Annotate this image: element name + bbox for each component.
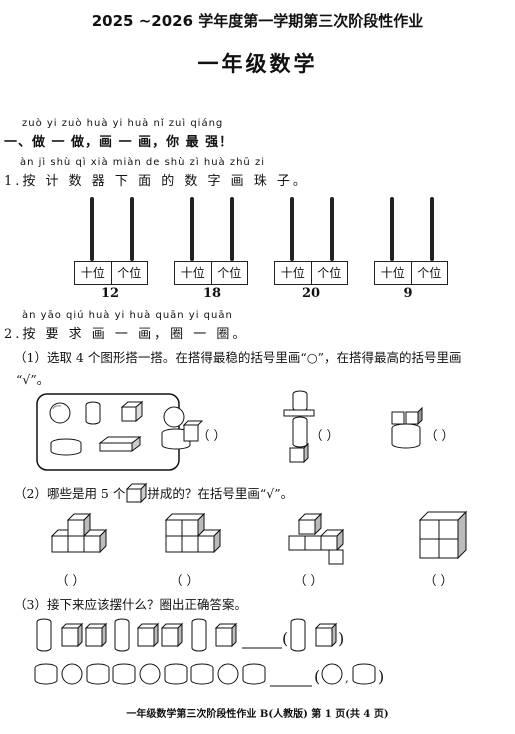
q2-part3: （3）接下来应该摆什么？圈出正确答案。 bbox=[14, 597, 247, 612]
q2-part2-after: 拼成的？在括号里画“√”。 bbox=[147, 486, 294, 501]
cube-figure-4 bbox=[418, 510, 468, 560]
q1-pinyin: àn jì shù qì xià miàn de shù zì huà zhū … bbox=[20, 157, 265, 168]
abacus-rods bbox=[190, 197, 234, 261]
ones-label: 个位 bbox=[417, 266, 442, 280]
cube-figure-1 bbox=[50, 512, 108, 554]
abacus-rods bbox=[390, 197, 434, 261]
q1-text: 1.按 计 数 器 下 面 的 数 字 画 珠 子。 bbox=[4, 174, 309, 189]
pattern-row-1: ( ) bbox=[36, 618, 344, 652]
abacus-rods bbox=[290, 197, 334, 261]
tens-label: 十位 bbox=[375, 262, 412, 284]
q2-part2: （2）哪些是用 5 个 拼成的？在括号里画“√”。 bbox=[14, 482, 294, 504]
cube-icon bbox=[126, 482, 148, 504]
figure-4-answer-paren[interactable]: （ ） bbox=[424, 573, 453, 588]
shapes-box-illustration bbox=[36, 393, 180, 471]
stack-2-answer-paren[interactable]: （ ） bbox=[310, 428, 339, 443]
abacus-rods bbox=[90, 197, 134, 261]
abacus-number: 18 bbox=[202, 286, 222, 301]
pattern-row-2: ( , ) bbox=[34, 663, 384, 687]
svg-text:(: ( bbox=[314, 667, 320, 686]
figure-3-answer-paren[interactable]: （ ） bbox=[294, 573, 323, 588]
section1-heading: 一、做 一 做，画 一 画，你 最 强！ bbox=[4, 135, 234, 150]
ones-label: 个位 bbox=[317, 266, 342, 280]
stack-1-answer-paren[interactable]: （ ） bbox=[197, 428, 226, 443]
cube-figure-3 bbox=[288, 512, 345, 565]
q2-part1-line1: （1）选取 4 个图形搭一搭。在搭得最稳的括号里画“○”，在搭得最高的括号里画 bbox=[14, 350, 462, 365]
subject-title: 一年级数学 bbox=[197, 52, 318, 76]
exam-title: 2025 ~2026 学年度第一学期第三次阶段性作业 bbox=[91, 12, 424, 30]
tens-label: 十位 bbox=[275, 262, 312, 284]
tens-label: 十位 bbox=[175, 262, 212, 284]
stack-1-illustration bbox=[161, 406, 204, 450]
ones-label: 个位 bbox=[217, 266, 242, 280]
svg-text:): ) bbox=[338, 629, 344, 648]
page-footer: 一年级数学第三次阶段性作业 B(人教版) 第 1 页(共 4 页) bbox=[126, 709, 389, 720]
q2-part2-before: （2）哪些是用 5 个 bbox=[14, 486, 126, 501]
abacus-base: 十位 个位 bbox=[174, 261, 248, 285]
svg-text:,: , bbox=[345, 671, 349, 685]
q2-text: 2.按 要 求 画 一 画，圈 一 圈。 bbox=[4, 327, 249, 342]
stack-3-answer-paren[interactable]: （ ） bbox=[425, 428, 454, 443]
figure-2-answer-paren[interactable]: （ ） bbox=[170, 573, 199, 588]
abacus-number: 9 bbox=[403, 286, 413, 301]
cube-figure-2 bbox=[164, 512, 222, 554]
stack-2-illustration bbox=[283, 390, 315, 464]
abacus-base: 十位 个位 bbox=[74, 261, 148, 285]
abacus-base: 十位 个位 bbox=[374, 261, 448, 285]
figure-1-answer-paren[interactable]: （ ） bbox=[56, 573, 85, 588]
q2-pinyin: àn yāo qiú huà yi huà quān yi quān bbox=[22, 310, 233, 321]
stack-3-illustration bbox=[391, 406, 423, 449]
svg-text:(: ( bbox=[282, 629, 288, 648]
ones-label: 个位 bbox=[117, 266, 142, 280]
abacus-base: 十位 个位 bbox=[274, 261, 348, 285]
abacus-number: 20 bbox=[301, 286, 321, 301]
q2-part1-line2: “√”。 bbox=[16, 372, 50, 387]
section1-pinyin: zuò yi zuò huà yi huà nǐ zuì qiáng bbox=[22, 118, 224, 129]
abacus-number: 12 bbox=[100, 286, 120, 301]
tens-label: 十位 bbox=[75, 262, 112, 284]
svg-text:): ) bbox=[378, 667, 384, 686]
